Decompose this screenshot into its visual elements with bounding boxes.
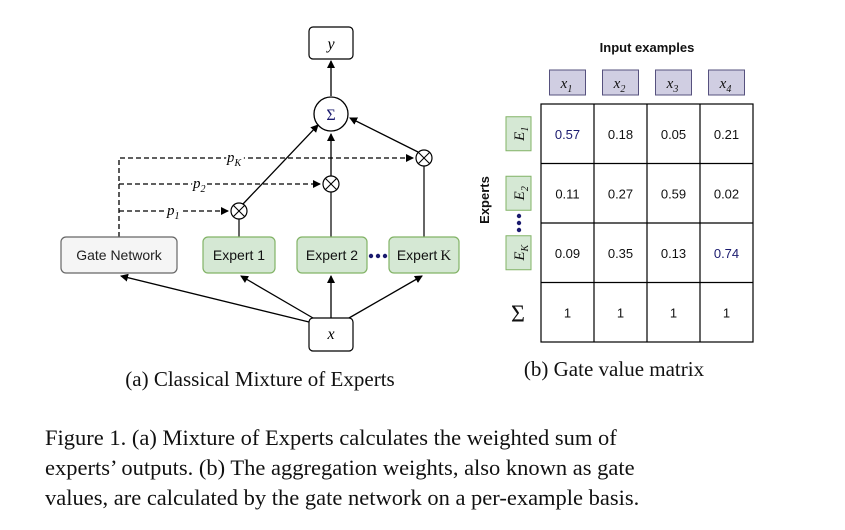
column-header-x3: x3 xyxy=(655,69,692,96)
row-header-label: E1 xyxy=(512,127,531,142)
row-ellipsis xyxy=(516,213,522,233)
figure-caption-line: Figure 1. (a) Mixture of Experts calcula… xyxy=(45,425,617,450)
output-node: y xyxy=(308,26,354,60)
expert-1-node: Expert 1 xyxy=(202,236,276,274)
matrix-cell: 0.18 xyxy=(608,127,633,142)
output-label: y xyxy=(325,36,335,53)
matrix-cell: 0.13 xyxy=(661,246,686,261)
matrix-cell: 0.35 xyxy=(608,246,633,261)
sum-symbol: Σ xyxy=(326,107,335,124)
gate-network-node: Gate Network xyxy=(60,236,178,274)
p-1-label: p1 xyxy=(166,203,180,222)
column-header-x4: x4 xyxy=(708,69,745,96)
expert-ellipsis xyxy=(368,253,388,259)
arrow-mult1-to-sum xyxy=(242,124,319,205)
matrix-cell: 0.21 xyxy=(714,127,739,142)
matrix-cell: 0.57 xyxy=(555,127,580,142)
row-header-e1: E1 xyxy=(505,116,532,152)
matrix-cell: 1 xyxy=(670,305,677,320)
row-header-sum: Σ xyxy=(511,301,525,327)
matrix-cell: 0.27 xyxy=(608,186,633,201)
caption-a: (a) Classical Mixture of Experts xyxy=(125,367,394,391)
figure-caption-line: values, are calculated by the gate netwo… xyxy=(45,485,640,510)
input-label: x xyxy=(326,326,334,343)
matrix-cell: 0.09 xyxy=(555,246,580,261)
figure-caption: Figure 1. (a) Mixture of Experts calcula… xyxy=(45,423,795,513)
matrix-cell: 0.02 xyxy=(714,186,739,201)
multiplier-k xyxy=(415,149,433,167)
arrow-multk-to-sum xyxy=(349,117,419,153)
column-headers: x1 x2 x3 x4 xyxy=(549,69,745,96)
moe-diagram: y Σ xyxy=(60,26,460,391)
matrix-cell: 1 xyxy=(564,305,571,320)
expert-1-label: Expert 1 xyxy=(213,247,265,263)
gate-network-label: Gate Network xyxy=(76,247,163,263)
matrix-cell: 0.59 xyxy=(661,186,686,201)
row-header-e2: E2 xyxy=(505,175,532,211)
column-header-label: x1 xyxy=(560,76,573,95)
matrix-cell: 1 xyxy=(617,305,624,320)
expert-2-label: Expert 2 xyxy=(306,247,358,263)
expert-2-node: Expert 2 xyxy=(296,236,368,274)
input-arrows xyxy=(120,273,423,323)
matrix-title: Input examples xyxy=(600,40,695,55)
column-header-label: x4 xyxy=(719,76,732,95)
matrix-cell: 0.05 xyxy=(661,127,686,142)
gate-probability-lines xyxy=(118,154,414,237)
column-header-label: x2 xyxy=(613,76,626,95)
row-header-label: E2 xyxy=(512,186,531,201)
input-node: x xyxy=(308,317,354,352)
matrix-grid xyxy=(540,103,754,343)
multiplier-1 xyxy=(230,202,248,220)
column-header-x1: x1 xyxy=(549,69,586,96)
multiplier-2 xyxy=(322,175,340,193)
matrix-cell: 0.11 xyxy=(555,186,579,201)
p-k-label: pK xyxy=(226,150,243,169)
p-2-label: p2 xyxy=(192,176,206,195)
row-header-ek: EK xyxy=(505,235,532,271)
figure-caption-line: experts’ outputs. (b) The aggregation we… xyxy=(45,455,635,480)
matrix-cell: 1 xyxy=(723,305,730,320)
matrix-cells: 0.57 0.18 0.05 0.21 0.11 0.27 0.59 0.02 0.09 0.35… xyxy=(555,127,739,321)
experts-axis-label: Experts xyxy=(477,176,492,224)
column-header-label: x3 xyxy=(666,76,679,95)
column-header-x2: x2 xyxy=(602,69,639,96)
caption-b: (b) Gate value matrix xyxy=(524,357,705,381)
sum-node: Σ xyxy=(313,96,349,132)
row-header-label: EK xyxy=(512,244,531,262)
matrix-cell: 0.74 xyxy=(714,246,739,261)
